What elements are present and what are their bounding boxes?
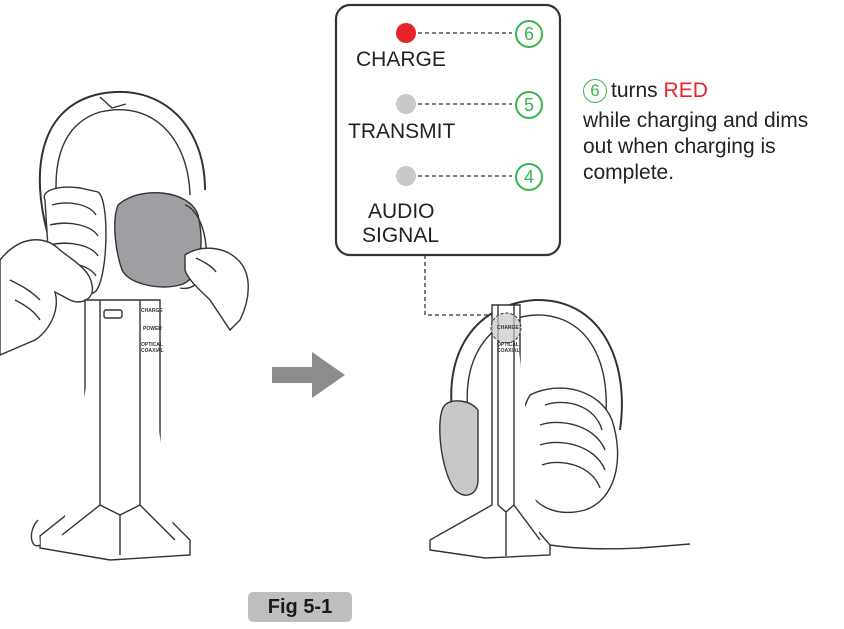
- audio-label-line1: AUDIO: [368, 200, 435, 223]
- led-highlight-circle: [490, 312, 522, 344]
- right-stand-illustration: [429, 304, 691, 559]
- left-hand-illustration: [0, 239, 94, 356]
- led-leader-lines: [418, 32, 512, 316]
- right-stand-charge-label: CHARGE: [497, 325, 519, 331]
- charge-led: [396, 23, 416, 43]
- left-stand-illustration: [30, 299, 191, 561]
- right-headphone-illustration: [439, 298, 623, 514]
- number-6-badge: 6: [515, 20, 543, 48]
- callout-number-badge: 6: [583, 79, 607, 104]
- charge-label: CHARGE: [356, 48, 446, 71]
- callout-turns: turns: [611, 79, 658, 102]
- number-5-badge: 5: [515, 91, 543, 119]
- left-stand-power-label: POWER: [143, 326, 162, 332]
- callout-line2: while charging and dims: [583, 109, 809, 132]
- left-stand-optical-label: OPTICAL: [141, 342, 163, 348]
- callout-line3: out when charging is: [583, 135, 776, 158]
- audio-signal-led: [396, 166, 416, 186]
- figure-label: Fig 5-1: [248, 592, 352, 622]
- callout-line4: complete.: [583, 161, 675, 184]
- right-stand-coaxial-label: COAXIAL: [497, 348, 520, 354]
- led-legend-box: [334, 3, 562, 257]
- transmit-led: [396, 94, 416, 114]
- left-stand-coaxial-label: COAXIAL: [141, 348, 164, 354]
- number-4-badge: 4: [515, 163, 543, 191]
- right-stand-optical-label: OPTICAL: [497, 342, 519, 348]
- callout-red-word: RED: [663, 79, 708, 102]
- audio-label-line2: SIGNAL: [362, 224, 440, 247]
- left-stand-charge-label: CHARGE: [141, 308, 163, 314]
- right-hand-illustration: [184, 247, 249, 332]
- transition-arrow: [272, 352, 345, 398]
- transmit-label: TRANSMIT: [348, 120, 456, 143]
